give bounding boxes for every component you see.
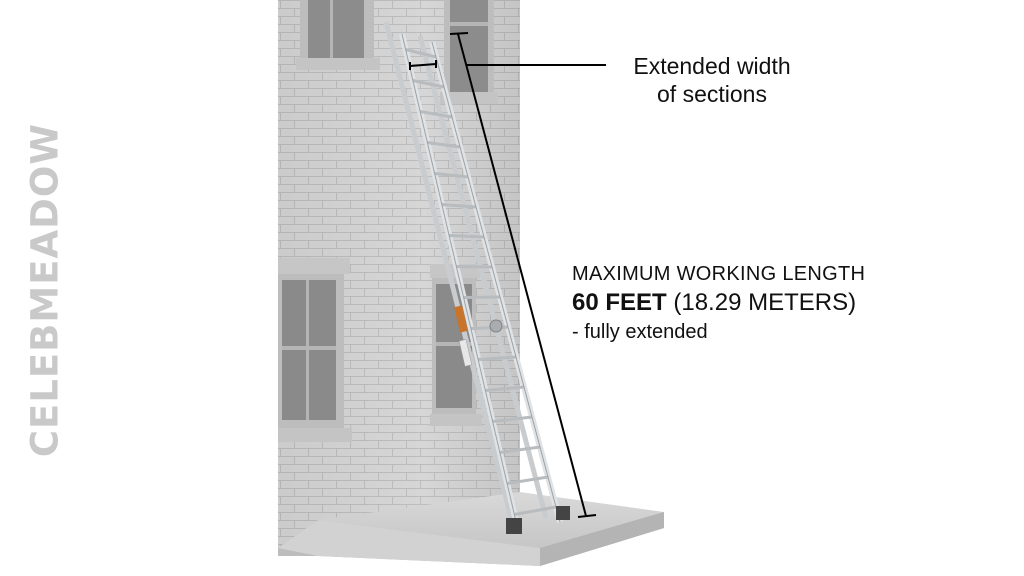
concrete-slab xyxy=(278,492,664,566)
watermark-text: CELEBMEADOW xyxy=(23,122,67,458)
length-dimension-line xyxy=(449,32,597,518)
length-callout-value: 60 FEET (18.29 METERS) xyxy=(572,286,865,320)
ladder-rung xyxy=(434,172,469,179)
length-feet: 60 FEET xyxy=(572,289,667,316)
ladder-rung xyxy=(449,234,485,239)
ladder-rung xyxy=(427,141,461,149)
ladder-rung xyxy=(419,110,453,119)
length-meters: (18.29 METERS) xyxy=(666,289,857,316)
ladder-rung xyxy=(456,265,493,269)
ladder-foot-right xyxy=(556,506,570,520)
window-lower-left xyxy=(278,258,352,442)
length-callout-title: MAXIMUM WORKING LENGTH xyxy=(572,263,866,285)
ladder-foot-left xyxy=(506,518,522,534)
width-callout-label: Extended width of sections xyxy=(612,52,812,108)
width-callout-line1: Extended width xyxy=(633,53,791,79)
width-callout-line2: of sections xyxy=(657,81,767,107)
extension-ladder xyxy=(383,21,570,534)
length-callout-note: - fully extended xyxy=(572,321,708,343)
ladder-rung xyxy=(405,48,437,59)
ladder-rung xyxy=(412,79,445,89)
window-upper-left xyxy=(296,0,380,70)
ladder-rung xyxy=(492,415,533,423)
length-callout: MAXIMUM WORKING LENGTH 60 FEET (18.29 ME… xyxy=(572,262,865,344)
ladder-rung xyxy=(441,203,477,209)
ladder-rung xyxy=(463,295,501,299)
ladder-rung xyxy=(485,385,525,392)
ladder-rung xyxy=(499,445,541,454)
window-upper-right xyxy=(440,0,498,104)
ladder-rung xyxy=(506,475,549,485)
width-dimension-marker xyxy=(409,60,437,70)
ladder-rung xyxy=(470,325,509,330)
ladder-rung xyxy=(478,355,517,361)
ladder-rung xyxy=(514,505,557,516)
